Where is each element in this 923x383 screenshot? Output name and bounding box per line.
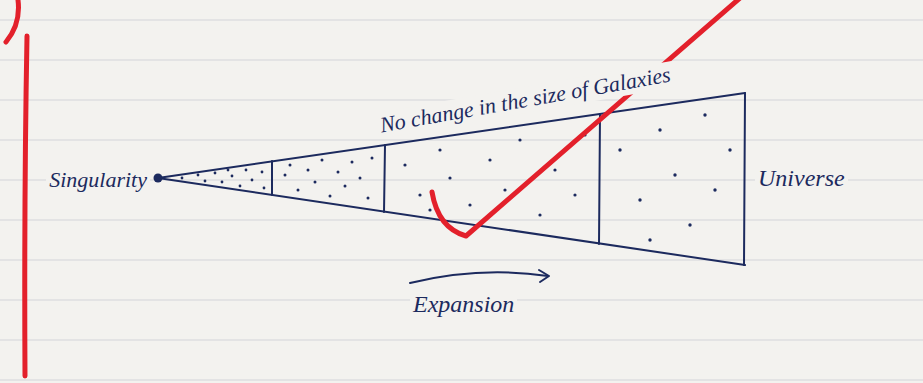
galaxies-note: No change in the size of Galaxies — [375, 61, 676, 139]
galaxy-dots — [181, 113, 732, 241]
singularity-dot — [154, 174, 163, 183]
teacher-red-marks — [6, 0, 740, 376]
singularity-label: Singularity — [46, 167, 150, 193]
expansion-arrow — [410, 270, 549, 283]
ruled-lines — [0, 20, 923, 380]
universe-label: Universe — [755, 164, 848, 193]
expansion-label: Expansion — [410, 290, 517, 319]
